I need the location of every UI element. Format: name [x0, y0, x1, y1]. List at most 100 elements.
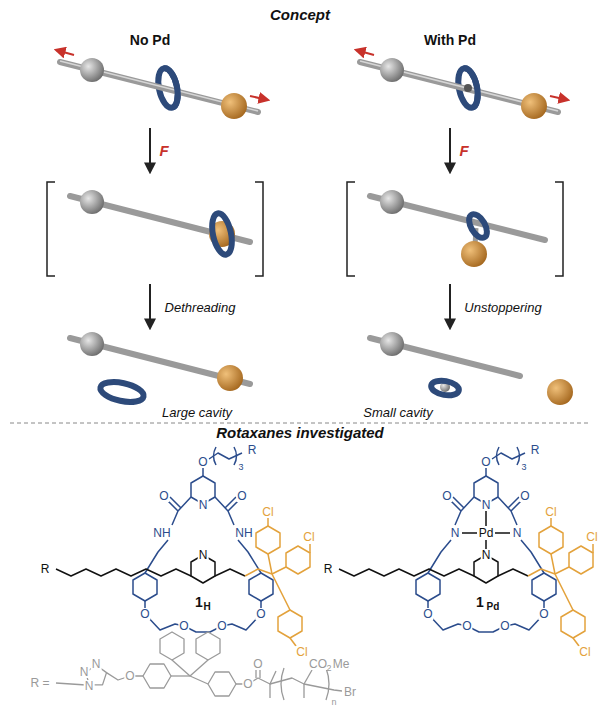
- compound-number: H: [203, 602, 210, 612]
- atom-label: N: [512, 527, 523, 539]
- section-heading: Rotaxanes investigated: [216, 425, 384, 440]
- concept-no-pd: [164, 67, 181, 108]
- atom-label: O: [480, 456, 491, 468]
- atom-label: NH: [152, 527, 171, 539]
- atom-label: N: [91, 658, 102, 670]
- atom-label: Cl: [585, 531, 598, 543]
- panel-heading: No Pd: [130, 33, 170, 47]
- atom-label: O: [158, 490, 169, 502]
- atom-label: N: [481, 499, 492, 511]
- step-label: Dethreading: [165, 301, 236, 314]
- atom-label: R: [530, 444, 541, 456]
- r-group-structure: [304, 670, 312, 684]
- concept-no-pd: [47, 50, 268, 405]
- atom-label: O: [422, 608, 433, 620]
- atom-label: O: [519, 490, 530, 502]
- atom-label: O: [538, 608, 549, 620]
- palladium-bonds: [485, 511, 487, 526]
- concept-no-pd: [217, 365, 243, 391]
- atom-label: O: [461, 620, 472, 632]
- r-group-structure: [56, 632, 342, 700]
- r-group-structure: [190, 660, 208, 676]
- cavity-label: Large cavity: [162, 406, 232, 419]
- panel-heading: With Pd: [424, 33, 476, 47]
- r-group-structure: [143, 664, 171, 688]
- concept-no-pd: [56, 50, 74, 55]
- concept-no-pd: [99, 379, 146, 406]
- atom-label: N: [450, 527, 461, 539]
- concept-with-pd: [449, 128, 451, 172]
- concept-no-pd: [80, 58, 104, 82]
- rotaxane-structures: [56, 447, 593, 646]
- atom-label: O: [441, 490, 452, 502]
- atom-label: N: [481, 549, 492, 561]
- r-group-structure: [56, 683, 86, 685]
- concept-with-pd: [547, 379, 573, 405]
- r-group-structure: [160, 632, 184, 660]
- concept-with-pd: [380, 58, 404, 82]
- concept-with-pd: [464, 67, 481, 108]
- concept-with-pd: [550, 96, 568, 100]
- atom-label: Pd: [478, 527, 495, 539]
- r-group-structure: [196, 632, 220, 660]
- concept-with-pd: [461, 241, 487, 267]
- concept-with-pd: [521, 93, 547, 119]
- concept-no-pd: [80, 190, 104, 214]
- r-group-structure: [236, 678, 342, 691]
- subscript: 3: [238, 463, 243, 472]
- atom-label: NH: [234, 527, 253, 539]
- concept-with-pd: [347, 50, 573, 405]
- atom-label: Br: [343, 686, 357, 698]
- r-group-structure: [269, 684, 270, 698]
- palladium-bonds: [462, 532, 477, 534]
- atom-label: R: [40, 563, 51, 575]
- atom-label: N: [198, 499, 209, 511]
- atom-label: Cl: [295, 646, 308, 658]
- atom-label: N: [84, 680, 95, 692]
- palladium-bonds: [462, 511, 510, 549]
- atom-label: O: [255, 608, 266, 620]
- concept-with-pd: [380, 332, 404, 356]
- concept-no-pd: [47, 182, 263, 276]
- force-label: F: [159, 143, 168, 158]
- atom-label: Cl: [544, 506, 557, 518]
- rotaxane-structures: [56, 447, 310, 646]
- r-group-structure: [270, 671, 276, 684]
- concept-with-pd: [449, 284, 451, 328]
- concept-no-pd: [149, 284, 151, 328]
- rotaxane-structures: [339, 447, 593, 646]
- atom-label: O: [197, 456, 208, 468]
- compound-number: 1: [195, 595, 203, 609]
- concept-no-pd: [250, 96, 268, 100]
- r-group-structure: [208, 672, 236, 696]
- atom-label: O: [139, 608, 150, 620]
- concept-with-pd: [356, 50, 374, 55]
- atom-label: O: [216, 620, 227, 632]
- group-definition: R =: [29, 677, 50, 689]
- force-label: F: [459, 143, 468, 158]
- r-group-structure: [303, 684, 304, 698]
- atom-label: Cl: [261, 506, 274, 518]
- section-heading: Concept: [270, 7, 330, 22]
- atom-label: Cl: [302, 531, 315, 543]
- atom-label: O: [236, 490, 247, 502]
- atom-label: N: [198, 549, 209, 561]
- compound-number: Pd: [487, 602, 500, 612]
- atom-label: O: [252, 658, 263, 670]
- concept-with-pd: [464, 84, 472, 92]
- cavity-label: Small cavity: [363, 406, 432, 419]
- palladium-bonds: [495, 532, 510, 534]
- palladium-bonds: [485, 540, 487, 549]
- r-group-structure: [281, 668, 329, 700]
- atom-label: Me: [332, 658, 351, 670]
- concept-with-pd: [347, 182, 563, 276]
- atom-label: Cl: [578, 646, 591, 658]
- r-group-structure: [171, 675, 190, 676]
- atom-label: O: [124, 670, 135, 682]
- concept-with-pd: [380, 190, 404, 214]
- concept-no-pd: [221, 93, 247, 119]
- concept-with-pd: [465, 211, 490, 241]
- r-group-structure: [172, 660, 190, 676]
- atom-label: R: [323, 563, 334, 575]
